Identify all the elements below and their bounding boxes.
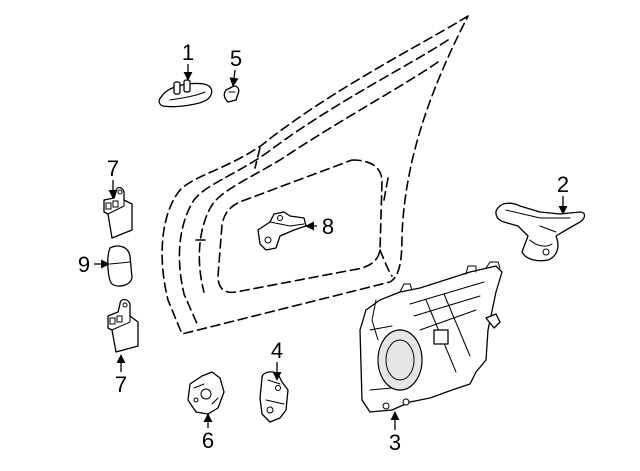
window-regulator bbox=[359, 261, 503, 413]
hinge-bushing bbox=[107, 245, 133, 287]
lock-cylinder bbox=[187, 371, 225, 415]
callout-8: 8 bbox=[322, 214, 334, 239]
callout-2: 2 bbox=[557, 172, 569, 197]
callout-1: 1 bbox=[182, 40, 194, 65]
leader-lines bbox=[94, 64, 568, 430]
lock-rod-clip bbox=[257, 211, 307, 251]
door-shell-outline bbox=[161, 15, 469, 335]
lower-door-hinge bbox=[107, 298, 139, 353]
leader-5 bbox=[229, 69, 239, 87]
callout-3: 3 bbox=[389, 430, 401, 455]
callout-7-lower: 7 bbox=[115, 372, 127, 397]
callout-7-upper: 7 bbox=[107, 156, 119, 181]
inside-door-handle bbox=[495, 202, 586, 262]
upper-door-hinge bbox=[103, 186, 133, 239]
window-opening-outline bbox=[217, 159, 383, 294]
callout-6: 6 bbox=[202, 428, 214, 453]
callout-4: 4 bbox=[271, 338, 283, 363]
callout-9: 9 bbox=[78, 252, 90, 277]
callout-labels: 1 2 3 4 5 6 7 7 8 9 bbox=[78, 40, 569, 455]
door-striker bbox=[259, 371, 289, 423]
handle-clip bbox=[223, 85, 240, 103]
outside-door-handle bbox=[158, 79, 213, 108]
callout-5: 5 bbox=[230, 46, 242, 71]
